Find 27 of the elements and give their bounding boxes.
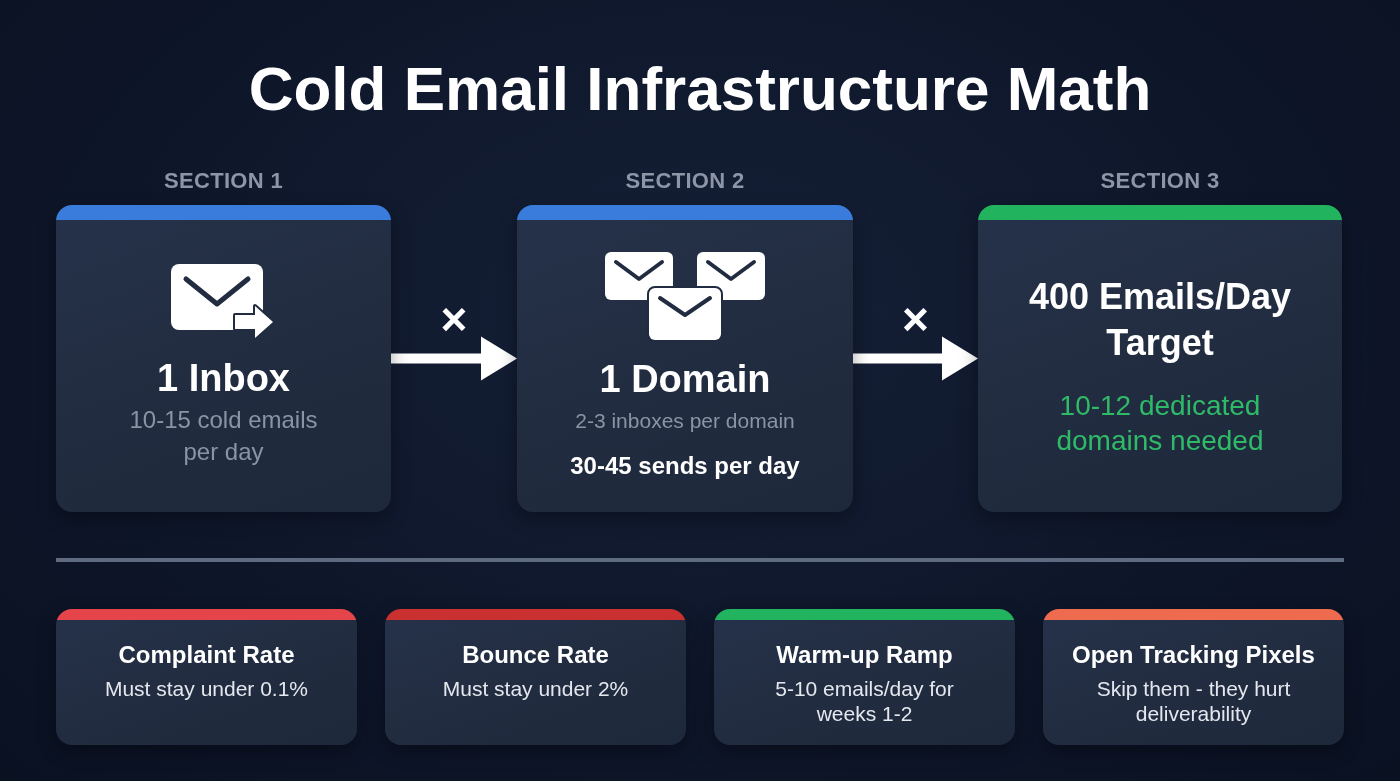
card-title: 1 Domain (599, 357, 771, 401)
highlight-text: 10-12 dedicated domains needed (1055, 389, 1265, 458)
card-description: Must stay under 0.1% (104, 676, 309, 701)
card-description: 10-15 cold emails per day (128, 405, 319, 467)
section-label: SECTION 3 (1100, 168, 1220, 194)
card-description: Skip them - they hurt deliverability (1095, 676, 1292, 726)
edge-label: × (902, 295, 929, 342)
title: Cold Email Infrastructure Math (248, 53, 1152, 125)
card-title: 1 Inbox (157, 356, 290, 400)
info-card (714, 609, 1015, 745)
card-title: Complaint Rate (118, 640, 295, 670)
section-label: SECTION 2 (625, 168, 745, 194)
card-stat: 30-45 sends per day (570, 451, 800, 481)
card-description: 2-3 inboxes per domain (575, 408, 795, 434)
card-title: Open Tracking Pixels (1072, 640, 1315, 670)
info-card (385, 609, 686, 745)
info-card (56, 609, 357, 745)
card-title: 400 Emails/Day Target (1027, 275, 1293, 365)
arrow (391, 336, 517, 381)
card-description: 5-10 emails/day for weeks 1-2 (774, 676, 955, 726)
card-title: Bounce Rate (462, 640, 609, 670)
info-card (1043, 609, 1344, 745)
edge-label: × (440, 295, 468, 342)
card-title: Warm-up Ramp (776, 640, 953, 670)
arrow (853, 336, 978, 381)
card-description: Must stay under 2% (442, 676, 629, 701)
section-label: SECTION 1 (164, 168, 283, 194)
